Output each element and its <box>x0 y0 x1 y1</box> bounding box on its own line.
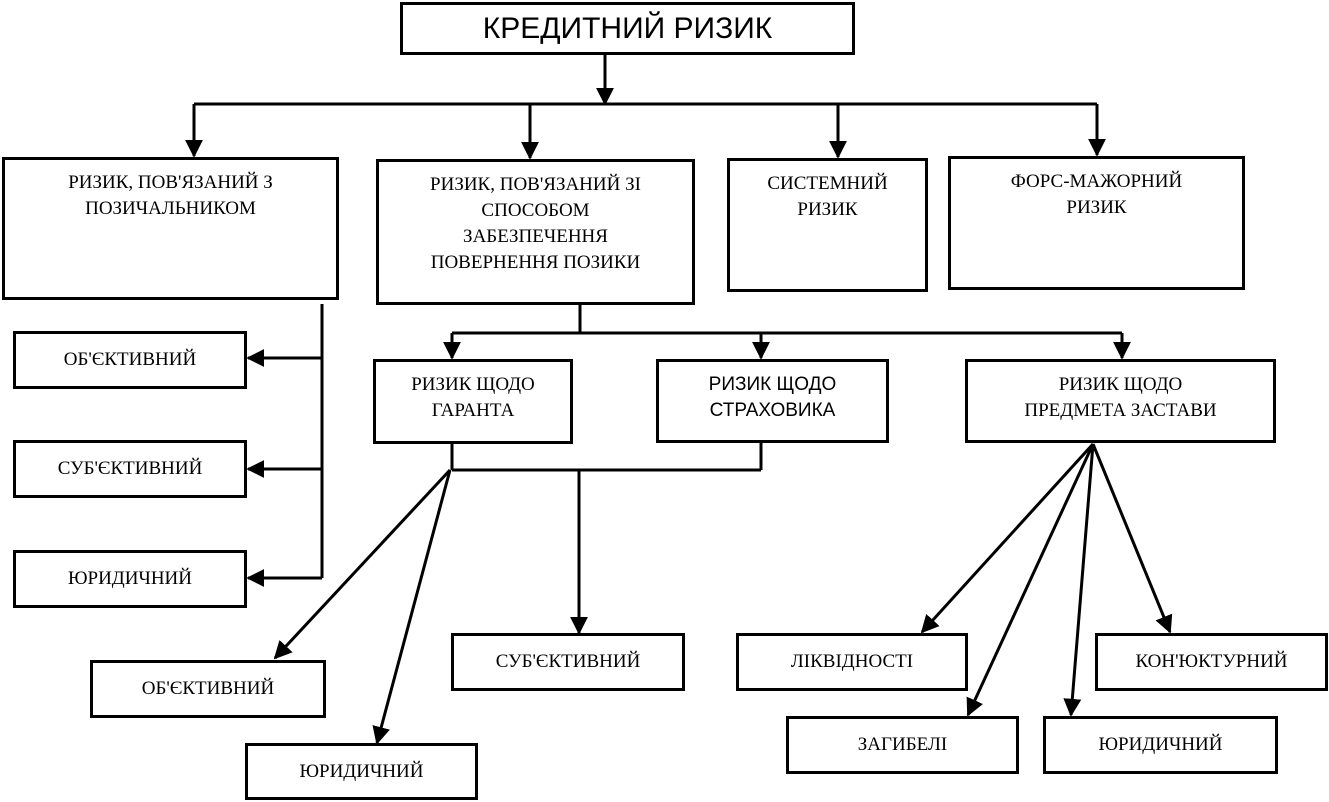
box-gi-objective: ОБ'ЄКТИВНИЙ <box>90 660 326 718</box>
box-collateral-risk: РИЗИК ЩОДО ПРЕДМЕТА ЗАСТАВИ <box>965 359 1276 443</box>
arrow-to-liquidity <box>920 442 1095 634</box>
b-legal-label: ЮРИДИЧНИЙ <box>67 568 192 589</box>
b-subjective-label: СУБ'ЄКТИВНИЙ <box>57 458 203 479</box>
box-gi-legal: ЮРИДИЧНИЙ <box>245 743 478 800</box>
box-repayment-risk: РИЗИК, ПОВ'ЯЗАНИЙ ЗІ СПОСОБОМ ЗАБЕЗПЕЧЕН… <box>376 159 695 305</box>
systemic-risk-line-1: СИСТЕМНИЙ <box>767 173 888 194</box>
box-gi-subjective: СУБ'ЄКТИВНИЙ <box>451 633 685 691</box>
repayment-risk-line-2: СПОСОБОМ <box>481 200 590 221</box>
repayment-risk-line-4: ПОВЕРНЕННЯ ПОЗИКИ <box>430 252 641 273</box>
arrow-to-gi-legal <box>372 469 452 745</box>
box-b-legal: ЮРИДИЧНИЙ <box>13 550 247 608</box>
arrow-to-gi-objective <box>273 468 452 660</box>
force-majeure-risk-line-1: ФОРС-МАЖОРНИЙ <box>1010 171 1183 192</box>
guarantor-risk-line-1: РИЗИК ЩОДО <box>411 374 535 395</box>
box-guarantor-risk: РИЗИК ЩОДО ГАРАНТА <box>373 359 573 444</box>
box-market: КОН'ЮКТУРНИЙ <box>1095 633 1328 691</box>
loss-label: ЗАГИБЕЛІ <box>857 734 948 755</box>
box-borrower-risk: РИЗИК, ПОВ'ЯЗАНИЙ З ПОЗИЧАЛЬНИКОМ <box>2 157 339 300</box>
gi-legal-label: ЮРИДИЧНИЙ <box>299 760 424 782</box>
box-c-legal: ЮРИДИЧНИЙ <box>1043 716 1278 774</box>
collateral-risk-line-2: ПРЕДМЕТА ЗАСТАВИ <box>1024 400 1217 421</box>
market-label: КОН'ЮКТУРНИЙ <box>1135 651 1288 672</box>
root-label: КРЕДИТНИЙ РИЗИК <box>482 11 773 45</box>
repayment-risk-line-3: ЗАБЕЗПЕЧЕННЯ <box>463 226 608 247</box>
box-force-majeure-risk: ФОРС-МАЖОРНИЙ РИЗИК <box>948 156 1245 290</box>
root-box-credit-risk: КРЕДИТНИЙ РИЗИК <box>400 2 855 55</box>
gi-objective-label: ОБ'ЄКТИВНИЙ <box>141 678 275 699</box>
liquidity-label: ЛІКВІДНОСТІ <box>790 651 914 672</box>
systemic-risk-line-2: РИЗИК <box>797 199 858 220</box>
arrow-to-market <box>1091 443 1173 634</box>
insurer-risk-line-1: РИЗИК ЩОДО <box>708 374 837 395</box>
box-insurer-risk: РИЗИК ЩОДО СТРАХОВИКА <box>656 359 889 443</box>
arrow-to-loss <box>966 443 1095 717</box>
box-loss: ЗАГИБЕЛІ <box>786 716 1019 774</box>
box-b-subjective: СУБ'ЄКТИВНИЙ <box>13 440 247 498</box>
borrower-risk-line-1: РИЗИК, ПОВ'ЯЗАНИЙ З <box>68 172 273 193</box>
gi-subjective-label: СУБ'ЄКТИВНИЙ <box>495 651 641 672</box>
guarantor-risk-line-2: ГАРАНТА <box>431 400 515 421</box>
arrow-to-c-legal <box>1063 443 1095 717</box>
collateral-risk-line-1: РИЗИК ЩОДО <box>1058 374 1183 395</box>
force-majeure-risk-line-2: РИЗИК <box>1066 197 1127 218</box>
box-liquidity: ЛІКВІДНОСТІ <box>736 633 968 691</box>
b-objective-label: ОБ'ЄКТИВНИЙ <box>63 349 197 370</box>
repayment-risk-line-1: РИЗИК, ПОВ'ЯЗАНИЙ ЗІ <box>430 174 641 195</box>
box-b-objective: ОБ'ЄКТИВНИЙ <box>13 331 247 389</box>
insurer-risk-line-2: СТРАХОВИКА <box>709 400 836 421</box>
box-systemic-risk: СИСТЕМНИЙ РИЗИК <box>727 158 928 292</box>
c-legal-label: ЮРИДИЧНИЙ <box>1098 734 1223 755</box>
borrower-risk-line-2: ПОЗИЧАЛЬНИКОМ <box>85 198 256 219</box>
